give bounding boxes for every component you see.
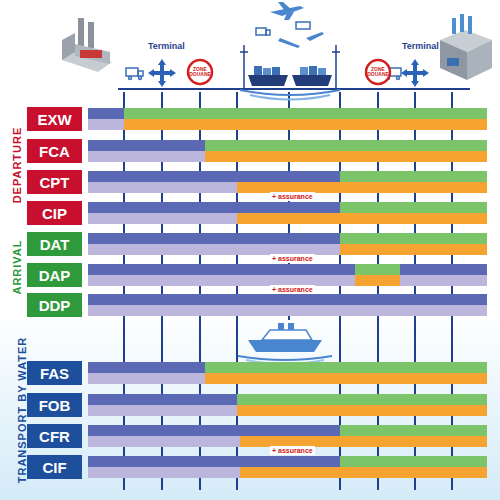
cost-bar (88, 425, 340, 436)
incoterm-box: FCA (27, 139, 82, 163)
ship-icon (238, 323, 332, 364)
cost-bar (88, 108, 124, 119)
truck-icon (126, 28, 401, 80)
cost-bar (340, 425, 487, 436)
bars (88, 108, 487, 478)
section-label: ARRIVAL (11, 239, 23, 294)
cost-bar (88, 213, 237, 224)
cost-bar (88, 467, 240, 478)
incoterm-code: FAS (40, 365, 69, 382)
cost-bar (355, 275, 400, 286)
cost-bar (340, 244, 487, 255)
incoterm-box: DDP (27, 293, 82, 317)
cost-bar (88, 275, 355, 286)
cost-bar (88, 202, 340, 213)
incoterm-box: CIP (27, 201, 82, 225)
cost-bar (237, 405, 487, 416)
incoterm-box: EXW (27, 107, 82, 131)
section-label: DEPARTURE (12, 127, 24, 204)
incoterm-box: FOB (27, 393, 82, 417)
incoterm-code: CPT (40, 174, 70, 191)
cost-bar (88, 182, 237, 193)
cost-bar (88, 264, 355, 275)
cost-bar (88, 456, 340, 467)
cost-bar (340, 202, 487, 213)
cost-bar (340, 171, 487, 182)
cost-bar (205, 151, 487, 162)
note-label: + assurance (270, 285, 315, 294)
note-label: Terminal (148, 41, 185, 51)
cost-bar (124, 108, 487, 119)
incoterm-code: EXW (37, 111, 71, 128)
incoterm-code: FOB (39, 397, 71, 414)
cost-bar (237, 213, 487, 224)
incoterm-box: FAS (27, 361, 82, 385)
cost-bar (205, 373, 487, 384)
cost-bar (88, 151, 205, 162)
cost-bar (88, 436, 240, 447)
cost-bar (340, 233, 487, 244)
note-label: + assurance (270, 192, 315, 201)
cost-bar (88, 171, 340, 182)
customs-sign-text: ZONE DOUANE (188, 67, 212, 78)
cost-bar (88, 233, 340, 244)
cost-bar (88, 394, 237, 405)
crane-icon (240, 45, 340, 88)
cost-bar (124, 119, 487, 130)
incoterm-code: DAT (40, 236, 70, 253)
cost-bar (237, 394, 487, 405)
incoterm-code: CFR (39, 428, 70, 445)
incoterm-box: CPT (27, 170, 82, 194)
incoterm-box: DAP (27, 263, 82, 287)
incoterm-code: DDP (39, 297, 71, 314)
incoterm-box: CFR (27, 424, 82, 448)
cost-bar (88, 119, 124, 130)
cost-bar (400, 275, 487, 286)
note-label: Terminal (402, 41, 439, 51)
incoterm-code: DAP (39, 267, 71, 284)
cost-bar (88, 373, 205, 384)
cost-bar (88, 305, 487, 316)
ship-icon (240, 66, 340, 100)
incoterm-code: CIP (42, 205, 67, 222)
cost-bar (205, 140, 487, 151)
incoterm-code: FCA (39, 143, 70, 160)
note-label: + assurance (270, 446, 315, 455)
incoterm-code: CIF (42, 459, 66, 476)
cost-bar (340, 456, 487, 467)
cost-bar (88, 294, 487, 305)
cost-bar (205, 362, 487, 373)
cross-arrow-icon (148, 59, 429, 87)
cost-bar (240, 467, 487, 478)
cost-bar (88, 362, 205, 373)
customs-sign (188, 60, 390, 84)
plane-icon (270, 2, 324, 48)
cost-bar (355, 264, 400, 275)
warehouse-icon (440, 14, 492, 80)
factory-icon (62, 18, 112, 72)
cost-bar (400, 264, 487, 275)
section-label: TRANSPORT BY WATER (16, 337, 28, 484)
incoterm-box: CIF (27, 455, 82, 479)
incoterm-box: DAT (27, 232, 82, 256)
customs-sign-text: ZONE DOUANE (366, 67, 390, 78)
cost-bar (88, 405, 237, 416)
route-line (118, 88, 470, 90)
cost-bar (88, 140, 205, 151)
note-label: + assurance (270, 254, 315, 263)
